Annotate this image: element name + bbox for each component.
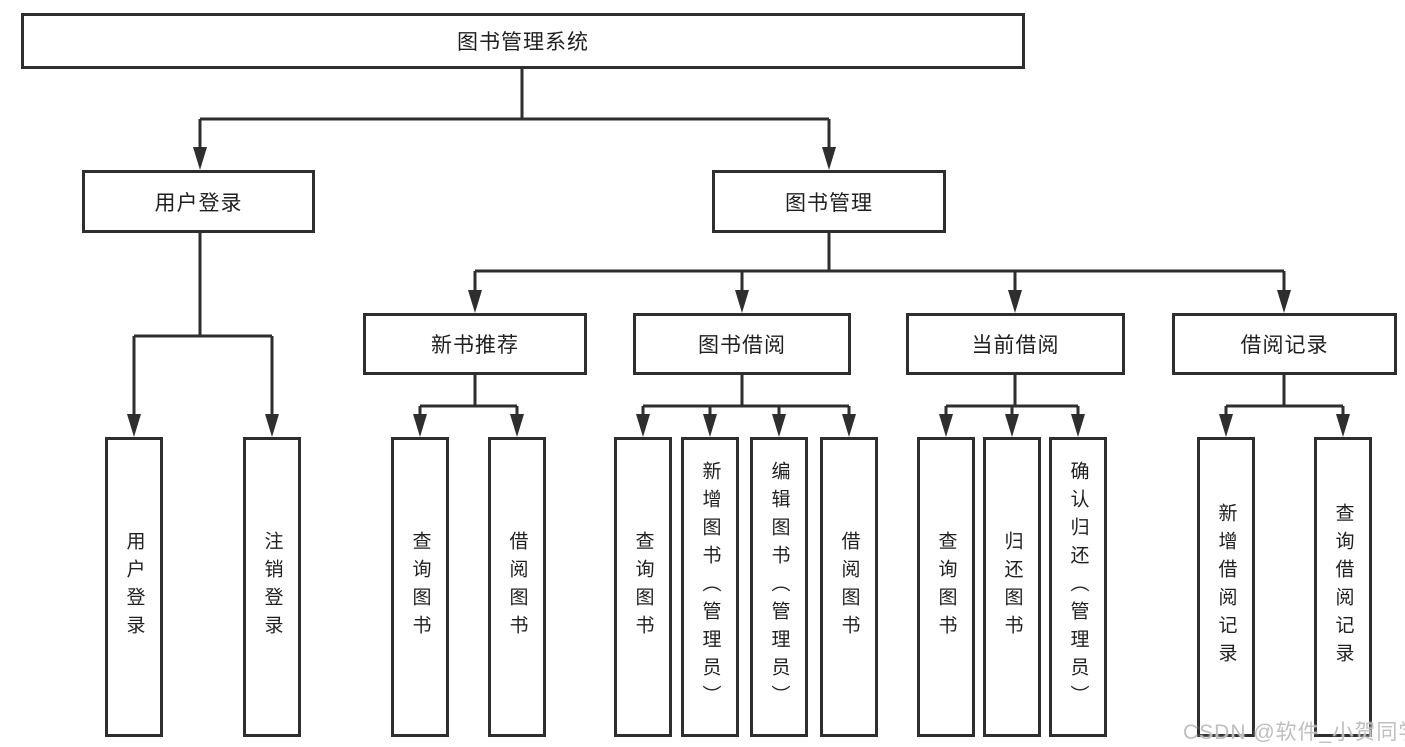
node-query-books-borrow: 查询图书 [614, 437, 672, 737]
node-current-borrow: 当前借阅 [906, 313, 1125, 375]
node-root-system: 图书管理系统 [21, 13, 1025, 69]
node-query-borrow-record: 查询借阅记录 [1314, 437, 1372, 737]
node-borrow-books-recommend: 借阅图书 [488, 437, 546, 737]
node-book-borrow: 图书借阅 [633, 313, 851, 375]
node-add-borrow-record: 新增借阅记录 [1197, 437, 1255, 737]
node-confirm-return-admin: 确认归还（管理员） [1049, 437, 1107, 737]
node-edit-book-admin: 编辑图书（管理员） [750, 437, 808, 737]
node-logout-leaf: 注销登录 [243, 437, 301, 737]
arrowheads [127, 147, 1350, 437]
node-new-book-recommend: 新书推荐 [363, 313, 587, 375]
watermark: CSDN @软件_小贺同学 [1183, 721, 1405, 744]
node-return-book: 归还图书 [983, 437, 1041, 737]
node-book-management: 图书管理 [712, 170, 946, 233]
connector-paths [132, 69, 1345, 419]
node-query-books-recommend: 查询图书 [391, 437, 449, 737]
node-query-books-current: 查询图书 [917, 437, 975, 737]
node-add-book-admin: 新增图书（管理员） [681, 437, 739, 737]
node-borrow-records: 借阅记录 [1172, 313, 1397, 375]
node-user-login-leaf: 用户登录 [105, 437, 163, 737]
node-borrow-books-leaf: 借阅图书 [820, 437, 878, 737]
node-user-login: 用户登录 [82, 170, 315, 233]
